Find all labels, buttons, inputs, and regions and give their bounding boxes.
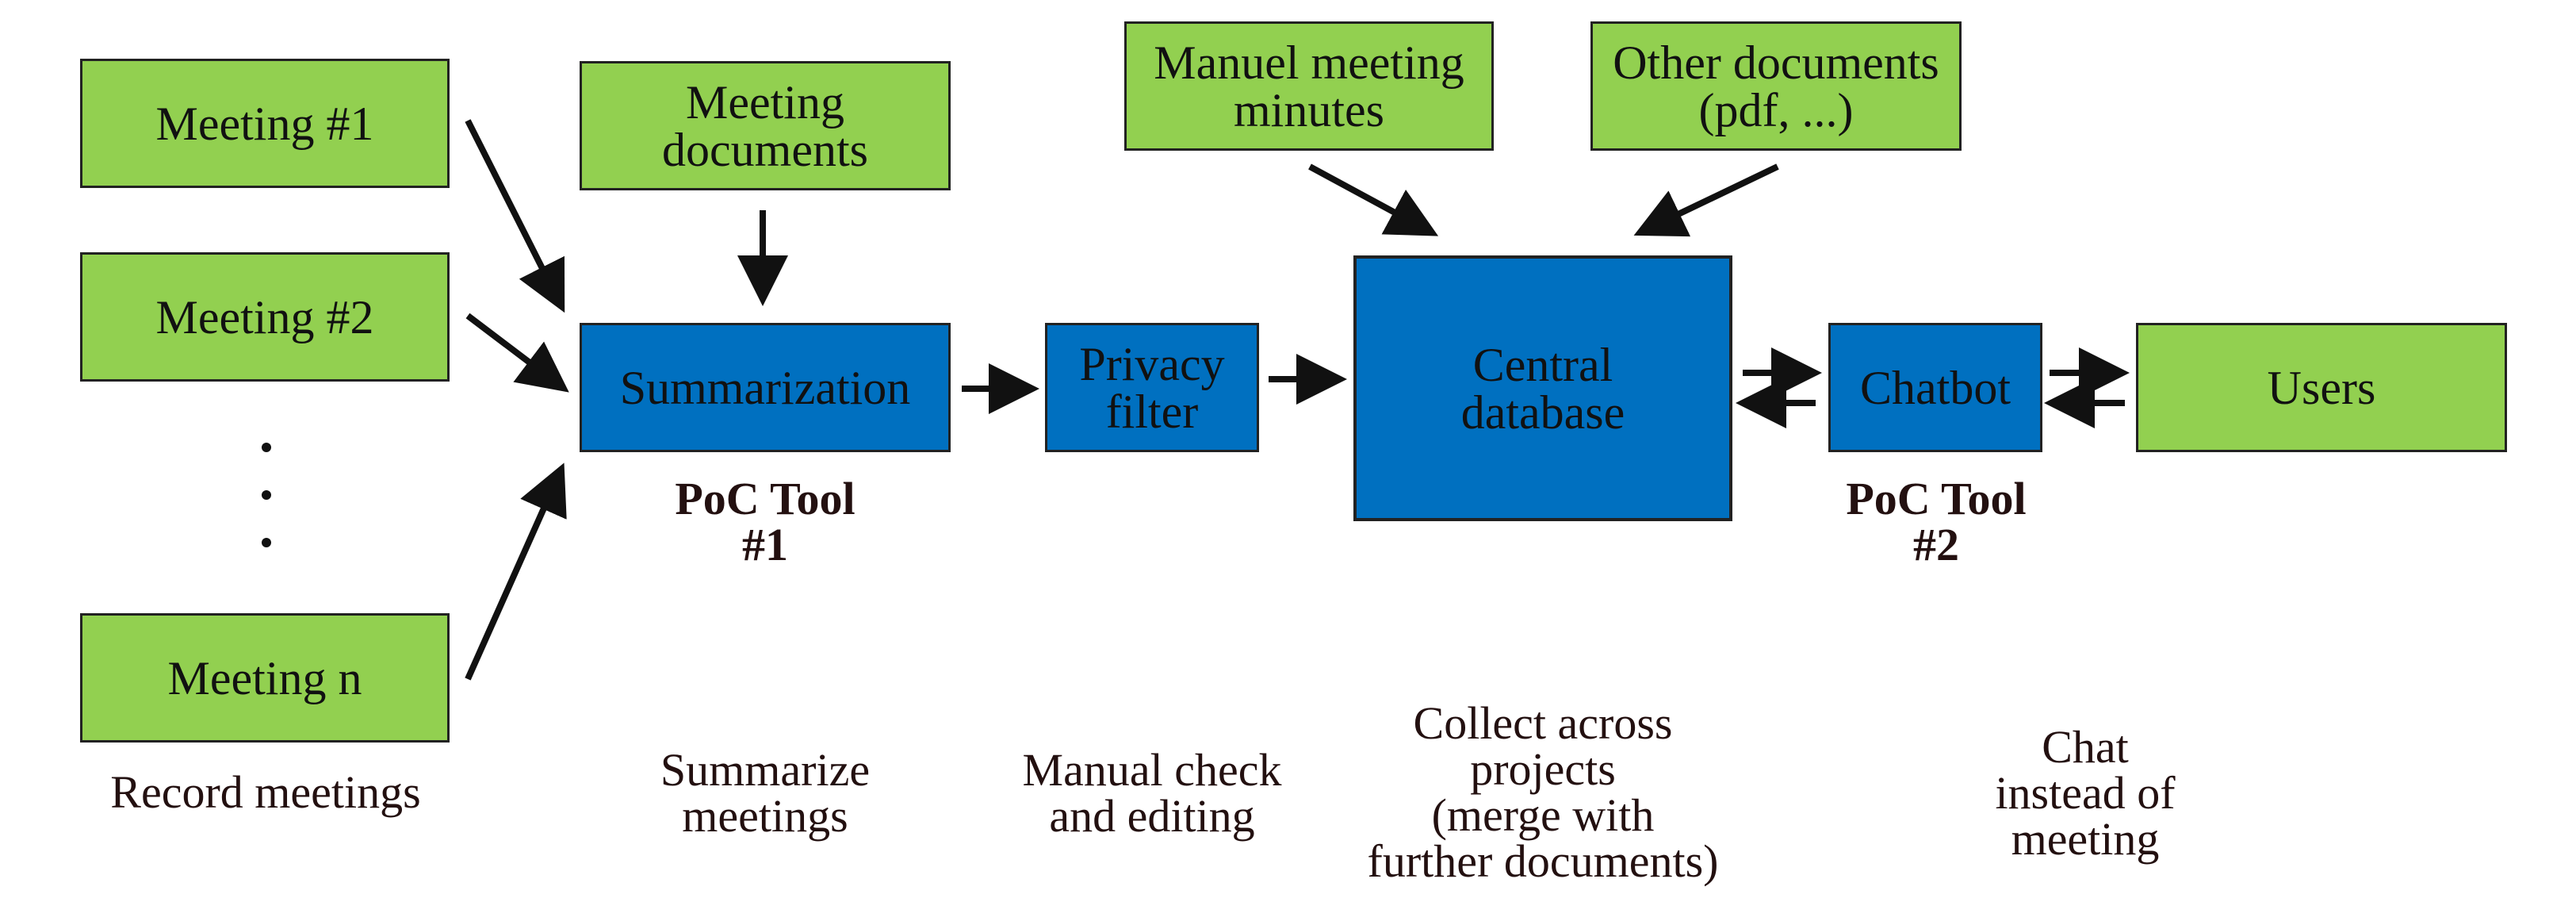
summarization-box: Summarization: [580, 323, 951, 452]
meeting-documents-label: Meeting documents: [662, 75, 868, 176]
central-database-label: Central database: [1460, 338, 1625, 439]
users-label: Users: [2267, 361, 2376, 414]
poc-tool-2-label: PoC Tool #2: [1846, 473, 2027, 570]
arrow-meetingn-to-summarization: [465, 462, 567, 681]
caption-chat-instead: Chat instead of meeting: [1995, 721, 2176, 865]
summarization-label: Summarization: [619, 361, 911, 414]
ellipsis-dot: [262, 443, 271, 452]
privacy-filter-box: Privacy filter: [1045, 323, 1259, 452]
meeting-2-label: Meeting #2: [155, 290, 374, 343]
caption-collect-across-projects: Collect across projects (merge with furt…: [1367, 697, 1719, 887]
ellipsis-dot: [262, 490, 271, 500]
arrow-minutes-to-database: [1308, 163, 1439, 236]
other-documents-box: Other documents (pdf, ...): [1590, 21, 1962, 151]
users-box: Users: [2136, 323, 2507, 452]
caption-record-meetings: Record meetings: [110, 766, 421, 818]
meeting-n-box: Meeting n: [80, 613, 450, 743]
central-database-box: Central database: [1353, 255, 1732, 521]
meeting-n-label: Meeting n: [167, 651, 362, 704]
meeting-documents-box: Meeting documents: [580, 61, 951, 190]
caption-summarize-meetings: Summarize meetings: [660, 744, 871, 842]
caption-manual-check: Manual check and editing: [1022, 744, 1282, 842]
privacy-filter-label: Privacy filter: [1079, 337, 1225, 438]
poc-tool-1-label: PoC Tool #1: [675, 473, 855, 570]
arrow-meeting2-to-summarization: [465, 313, 569, 393]
ellipsis-dot: [262, 538, 271, 547]
meeting-2-box: Meeting #2: [80, 252, 450, 382]
chatbot-box: Chatbot: [1828, 323, 2042, 452]
other-documents-label: Other documents (pdf, ...): [1613, 36, 1939, 136]
meeting-1-label: Meeting #1: [155, 97, 374, 150]
meeting-1-box: Meeting #1: [80, 59, 450, 188]
arrow-otherdocs-to-database: [1633, 163, 1779, 237]
manual-minutes-label: Manuel meeting minutes: [1154, 36, 1464, 136]
chatbot-label: Chatbot: [1860, 361, 2011, 414]
manual-minutes-box: Manuel meeting minutes: [1124, 21, 1494, 151]
arrow-meeting1-to-summarization: [465, 119, 565, 313]
